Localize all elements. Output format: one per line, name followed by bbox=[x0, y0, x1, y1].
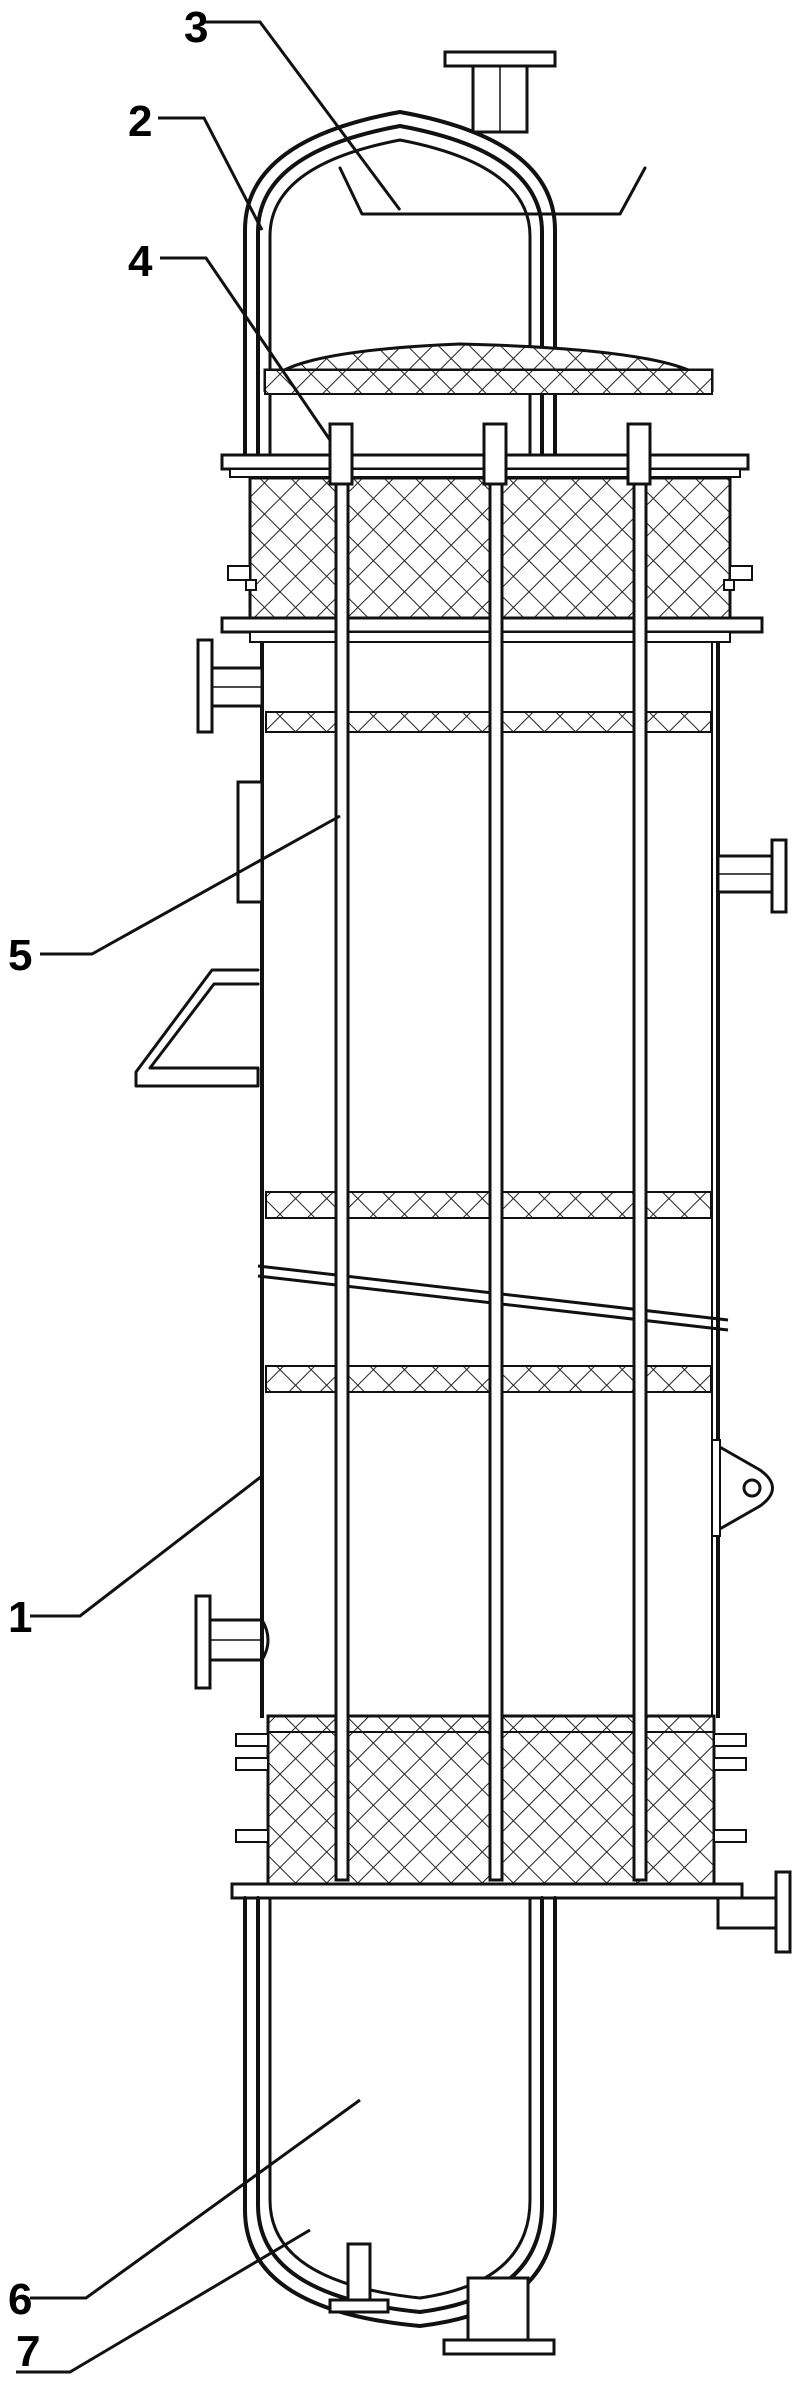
right-nozzle bbox=[716, 838, 788, 914]
label-4: 4 bbox=[128, 237, 153, 286]
bottom-small-nozzle bbox=[328, 2242, 390, 2314]
bottom-right-nozzle bbox=[716, 1870, 792, 1954]
left-pad-plate bbox=[236, 780, 264, 904]
distributor-plate bbox=[338, 166, 647, 216]
bottom-flange bbox=[230, 1882, 744, 1900]
tube-2 bbox=[482, 422, 508, 1882]
label-2: 2 bbox=[128, 97, 152, 146]
tube-1 bbox=[328, 422, 354, 1882]
top-head bbox=[243, 110, 557, 464]
left-lower-nozzle bbox=[194, 1594, 270, 1690]
bottom-main-nozzle bbox=[442, 2276, 556, 2356]
leader-lines bbox=[16, 20, 402, 2374]
top-nozzle bbox=[443, 50, 557, 134]
tube-3 bbox=[626, 422, 652, 1882]
label-3: 3 bbox=[184, 3, 208, 52]
left-upper-nozzle bbox=[196, 638, 264, 734]
upper-side-tabs bbox=[227, 565, 753, 591]
left-support-bracket bbox=[134, 968, 260, 1088]
lower-side-tabs bbox=[235, 1733, 747, 1843]
label-6: 6 bbox=[8, 2275, 32, 2324]
label-5: 5 bbox=[8, 931, 32, 980]
label-7: 7 bbox=[16, 2327, 40, 2376]
bottom-head bbox=[243, 1896, 557, 2328]
right-lug bbox=[716, 1444, 774, 1532]
top-insulation-band bbox=[264, 369, 713, 395]
label-1: 1 bbox=[8, 1593, 32, 1642]
